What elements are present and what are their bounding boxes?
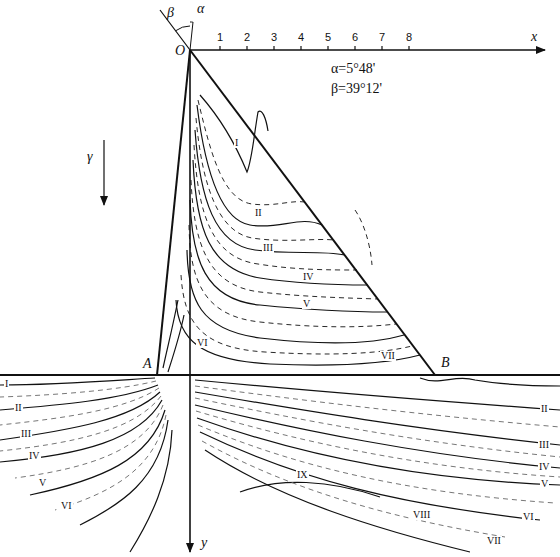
isoline-number: VIII xyxy=(412,510,431,520)
isoline-number: III xyxy=(262,243,274,253)
angle-value: α=5°48' xyxy=(330,62,376,76)
isoline-number: V xyxy=(540,479,549,489)
isoline-number: VII xyxy=(380,351,396,361)
isoline-number: V xyxy=(302,299,311,309)
angle-label: α xyxy=(196,2,205,16)
isoline-number: VI xyxy=(196,338,209,348)
tick-number: 2 xyxy=(243,32,251,43)
weight-label: γ xyxy=(86,150,94,164)
tick-number: 7 xyxy=(378,32,386,43)
tick-number: 4 xyxy=(297,32,305,43)
isoline-number: VI xyxy=(60,501,73,511)
angle-label: β xyxy=(166,6,175,20)
isoline-number: II xyxy=(254,208,263,218)
tick-number: 1 xyxy=(216,32,224,43)
isoline-number: V xyxy=(38,478,47,488)
tick-number: 3 xyxy=(270,32,278,43)
tick-number: 6 xyxy=(351,32,359,43)
isoline-number: IV xyxy=(28,451,41,461)
isoline-number: VI xyxy=(522,512,535,522)
tick-number: 8 xyxy=(405,32,413,43)
axis-label: y xyxy=(200,536,208,550)
isoline-number: I xyxy=(4,379,9,389)
isoline-number: I xyxy=(234,138,239,148)
isoline-number: III xyxy=(20,429,32,439)
origin-label: O xyxy=(174,44,186,58)
isoline-number: II xyxy=(540,404,549,414)
point-label: B xyxy=(440,356,451,370)
tick-number: 5 xyxy=(324,32,332,43)
isoline-number: II xyxy=(14,403,23,413)
isoline-number: IV xyxy=(538,462,551,472)
point-label: A xyxy=(142,357,153,371)
angle-value: β=39°12' xyxy=(330,82,383,96)
isoline-number: VII xyxy=(486,536,502,546)
axis-label: x xyxy=(530,30,538,44)
isoline-number: III xyxy=(538,440,550,450)
isoline-number: IV xyxy=(302,272,315,282)
isoline-number: IX xyxy=(296,470,309,480)
